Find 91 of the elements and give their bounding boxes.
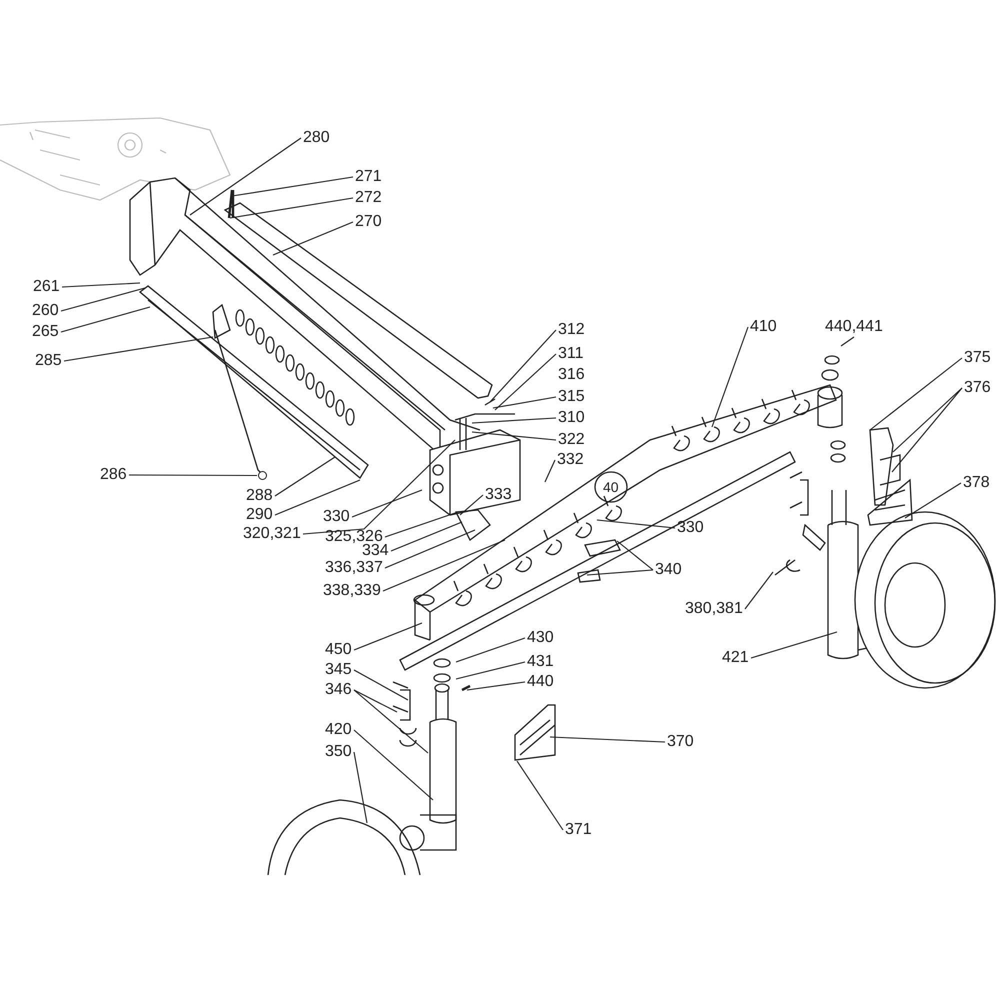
knob-part: [258, 470, 267, 480]
leader-line: [230, 197, 354, 219]
callout-number: 440,441: [825, 318, 883, 336]
leader-line: [494, 354, 556, 410]
leader-line: [516, 760, 564, 830]
leader-line: [456, 637, 526, 663]
callout-number: 338,339: [323, 582, 381, 600]
callout-number: 288: [246, 487, 273, 505]
callout-number: 431: [527, 653, 554, 671]
callout-number: 333: [485, 486, 512, 504]
callout-number: 420: [325, 721, 352, 739]
leader-line: [466, 681, 526, 691]
callout-number: 312: [558, 321, 585, 339]
callout-number: 334: [362, 542, 389, 560]
leader-line: [616, 540, 654, 570]
leader-line: [384, 511, 458, 538]
callout-number: 322: [558, 431, 585, 449]
leader-line: [354, 622, 422, 651]
callout-number: 261: [33, 278, 60, 296]
leader-line: [870, 358, 962, 430]
leader-line: [64, 336, 214, 362]
callout-number: 336,337: [325, 559, 383, 577]
leader-line: [840, 336, 854, 346]
callout-number: 350: [325, 743, 352, 761]
callout-number: 370: [667, 733, 694, 751]
leader-line: [232, 176, 354, 197]
leader-line: [62, 282, 140, 288]
callout-number: 260: [32, 302, 59, 320]
leader-line: [750, 631, 838, 659]
callout-number: 410: [750, 318, 777, 336]
leader-line: [60, 287, 146, 312]
callout-number: 311: [558, 345, 584, 363]
callout-number: 40: [603, 478, 619, 496]
callout-number: 330: [677, 519, 704, 537]
callout-number: 290: [246, 506, 273, 524]
callout-number: 380,381: [685, 600, 743, 618]
leader-line: [744, 572, 774, 610]
callout-number: 271: [355, 168, 382, 186]
callout-number: 440: [527, 673, 554, 691]
leader-line: [354, 730, 434, 800]
leader-line: [472, 431, 556, 441]
callout-number: 272: [355, 189, 382, 207]
callout-number: 371: [565, 821, 592, 839]
leader-line: [390, 522, 462, 552]
callout-number: 330: [323, 508, 350, 526]
callout-number: 332: [557, 451, 584, 469]
leader-line: [272, 222, 354, 256]
leader-line: [60, 306, 150, 333]
leader-line: [384, 530, 476, 568]
callout-number: 375: [964, 349, 991, 367]
leader-line: [456, 661, 526, 680]
leader-line: [354, 670, 408, 700]
leader-line: [550, 736, 666, 743]
leader-line: [460, 494, 484, 516]
leader-line: [352, 489, 422, 518]
leader-line: [302, 440, 456, 535]
callout-number: 316: [558, 366, 585, 384]
callout-number: 421: [722, 649, 749, 667]
leader-line: [472, 417, 556, 424]
leader-line: [904, 482, 962, 518]
leader-line: [586, 569, 654, 576]
callout-number: 280: [303, 129, 330, 147]
leader-line: [490, 330, 556, 402]
leader-line: [190, 138, 302, 216]
leader-line: [492, 396, 556, 409]
callout-number: 310: [558, 409, 585, 427]
callout-number: 285: [35, 352, 62, 370]
leader-line: [596, 519, 676, 529]
leader-line: [892, 388, 962, 452]
callout-number: 345: [325, 661, 352, 679]
leader-line: [274, 456, 336, 496]
callout-number: 265: [32, 323, 59, 341]
callout-number: 450: [325, 641, 352, 659]
leader-line: [274, 480, 360, 516]
leader-line: [129, 474, 257, 476]
callout-number: 320,321: [243, 525, 301, 543]
callout-number: 286: [100, 466, 127, 484]
callout-number: 376: [964, 379, 991, 397]
leader-line: [382, 540, 506, 592]
callout-number: 340: [655, 561, 682, 579]
callout-number: 315: [558, 388, 585, 406]
leader-line: [892, 388, 962, 472]
leader-line: [711, 326, 749, 428]
callout-number: 430: [527, 629, 554, 647]
leader-line: [353, 752, 368, 824]
leader-line: [354, 690, 428, 754]
callout-number: 346: [325, 681, 352, 699]
leader-line: [354, 690, 398, 712]
callout-number: 270: [355, 213, 382, 231]
callout-number: 378: [963, 474, 990, 492]
leader-line: [544, 460, 556, 482]
